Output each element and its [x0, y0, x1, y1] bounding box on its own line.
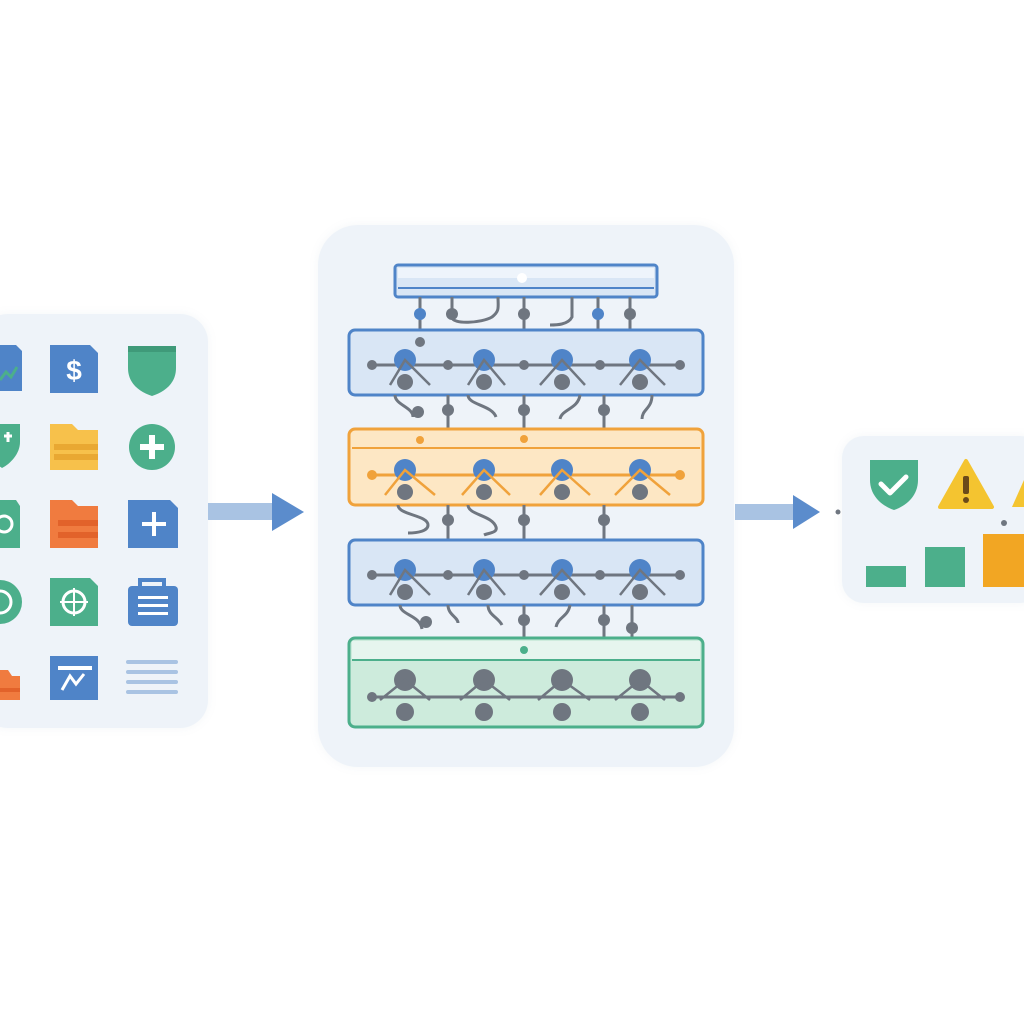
- output-panel-contents: [866, 459, 1024, 587]
- target-doc-icon: [50, 578, 98, 626]
- plus-doc-icon: [128, 500, 178, 548]
- orange-stack-icon: [50, 500, 98, 548]
- connections-3-4: [398, 604, 638, 640]
- risk-bar-low: [866, 566, 906, 587]
- orange-layers-icon: [0, 670, 20, 700]
- medical-cross-icon: [129, 424, 175, 470]
- gear-doc-icon: [0, 500, 20, 548]
- check-shield-icon: [870, 460, 918, 510]
- shield-icon: [128, 346, 176, 396]
- dollar-doc-icon: $: [50, 345, 98, 393]
- risk-bars: [866, 534, 1024, 587]
- hidden-layer-3: [347, 538, 705, 607]
- model-layers: [347, 263, 705, 729]
- risk-bar-high: [983, 534, 1024, 587]
- connections-1-2: [393, 394, 654, 430]
- output-layer: [347, 636, 705, 729]
- connections-0-1: [414, 296, 636, 332]
- warning-icon-partial: [1012, 480, 1024, 507]
- input-bar-layer: [393, 263, 659, 299]
- connections-2-3: [396, 504, 610, 540]
- hidden-layer-2: [347, 427, 705, 507]
- risk-bar-medium: [925, 547, 965, 587]
- stats-doc-icon: [50, 656, 98, 700]
- target-icon: [0, 580, 22, 624]
- warning-icon: [938, 459, 994, 509]
- flow-arrow-1: [208, 493, 304, 531]
- chart-doc-icon: [0, 345, 22, 391]
- briefcase-icon: [128, 578, 178, 626]
- input-icon-grid: $: [0, 345, 178, 700]
- svg-text:$: $: [66, 355, 82, 386]
- hidden-layer-1: [347, 328, 705, 397]
- flow-arrow-2: [735, 495, 841, 529]
- stacked-folder-icon: [50, 424, 98, 470]
- lines-icon: [126, 660, 178, 694]
- shield-plus-icon: [0, 424, 20, 468]
